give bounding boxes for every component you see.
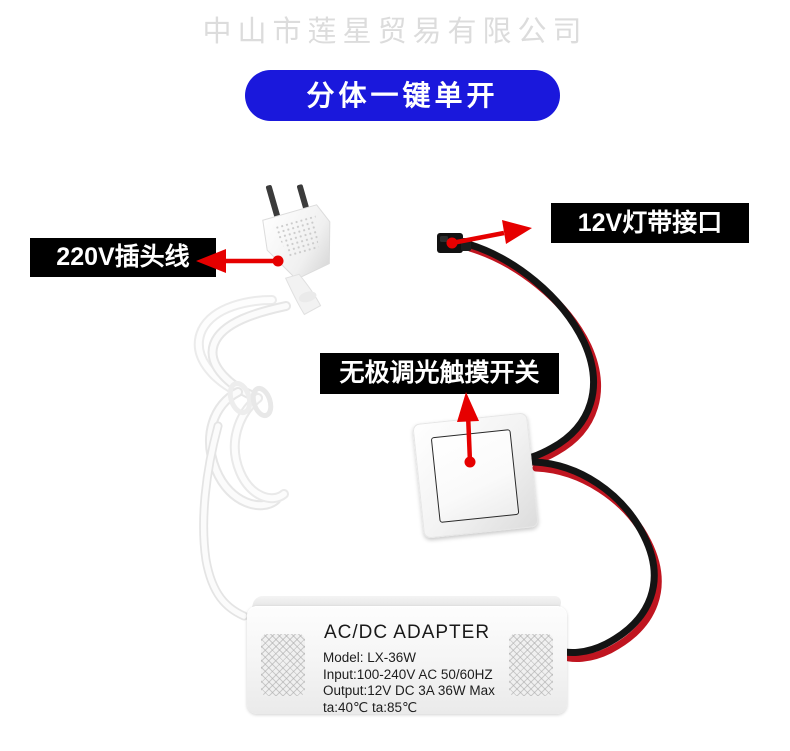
callout-plug-label: 220V插头线 bbox=[56, 243, 190, 271]
adapter-spec-temperature: ta:40℃ ta:85℃ bbox=[323, 699, 418, 715]
title-banner: 分体一键单开 bbox=[245, 70, 560, 121]
title-banner-label: 分体一键单开 bbox=[306, 79, 499, 111]
adapter-title: AC/DC ADAPTER bbox=[323, 622, 491, 643]
callout-strip: 12V灯带接口 bbox=[551, 203, 749, 243]
arrow-to-strip bbox=[446, 220, 532, 249]
cable-tie bbox=[227, 380, 274, 419]
adapter-specs: Model: LX-36W Input:100-240V AC 50/60HZ … bbox=[323, 650, 563, 716]
arrow-to-plug bbox=[196, 249, 284, 273]
callout-switch-label: 无极调光触摸开关 bbox=[339, 359, 540, 387]
callout-switch: 无极调光触摸开关 bbox=[320, 353, 559, 394]
ac-dc-adapter: AC/DC ADAPTER Model: LX-36W Input:100-24… bbox=[247, 596, 567, 716]
adapter-vent-left bbox=[261, 634, 305, 696]
adapter-vent-right bbox=[509, 634, 553, 696]
adapter-face: AC/DC ADAPTER Model: LX-36W Input:100-24… bbox=[247, 606, 567, 716]
arrow-to-switch bbox=[457, 392, 479, 468]
adapter-spec-input: Input:100-240V AC 50/60HZ bbox=[323, 666, 493, 682]
adapter-spec-output: Output:12V DC 3A 36W Max bbox=[323, 683, 495, 698]
led-cable-lower bbox=[530, 458, 662, 662]
callout-plug: 220V插头线 bbox=[30, 238, 216, 277]
callout-strip-label: 12V灯带接口 bbox=[577, 208, 723, 237]
company-watermark: 中山市莲星贸易有限公司 bbox=[202, 16, 588, 48]
adapter-spec-model: Model: LX-36W bbox=[323, 650, 417, 665]
